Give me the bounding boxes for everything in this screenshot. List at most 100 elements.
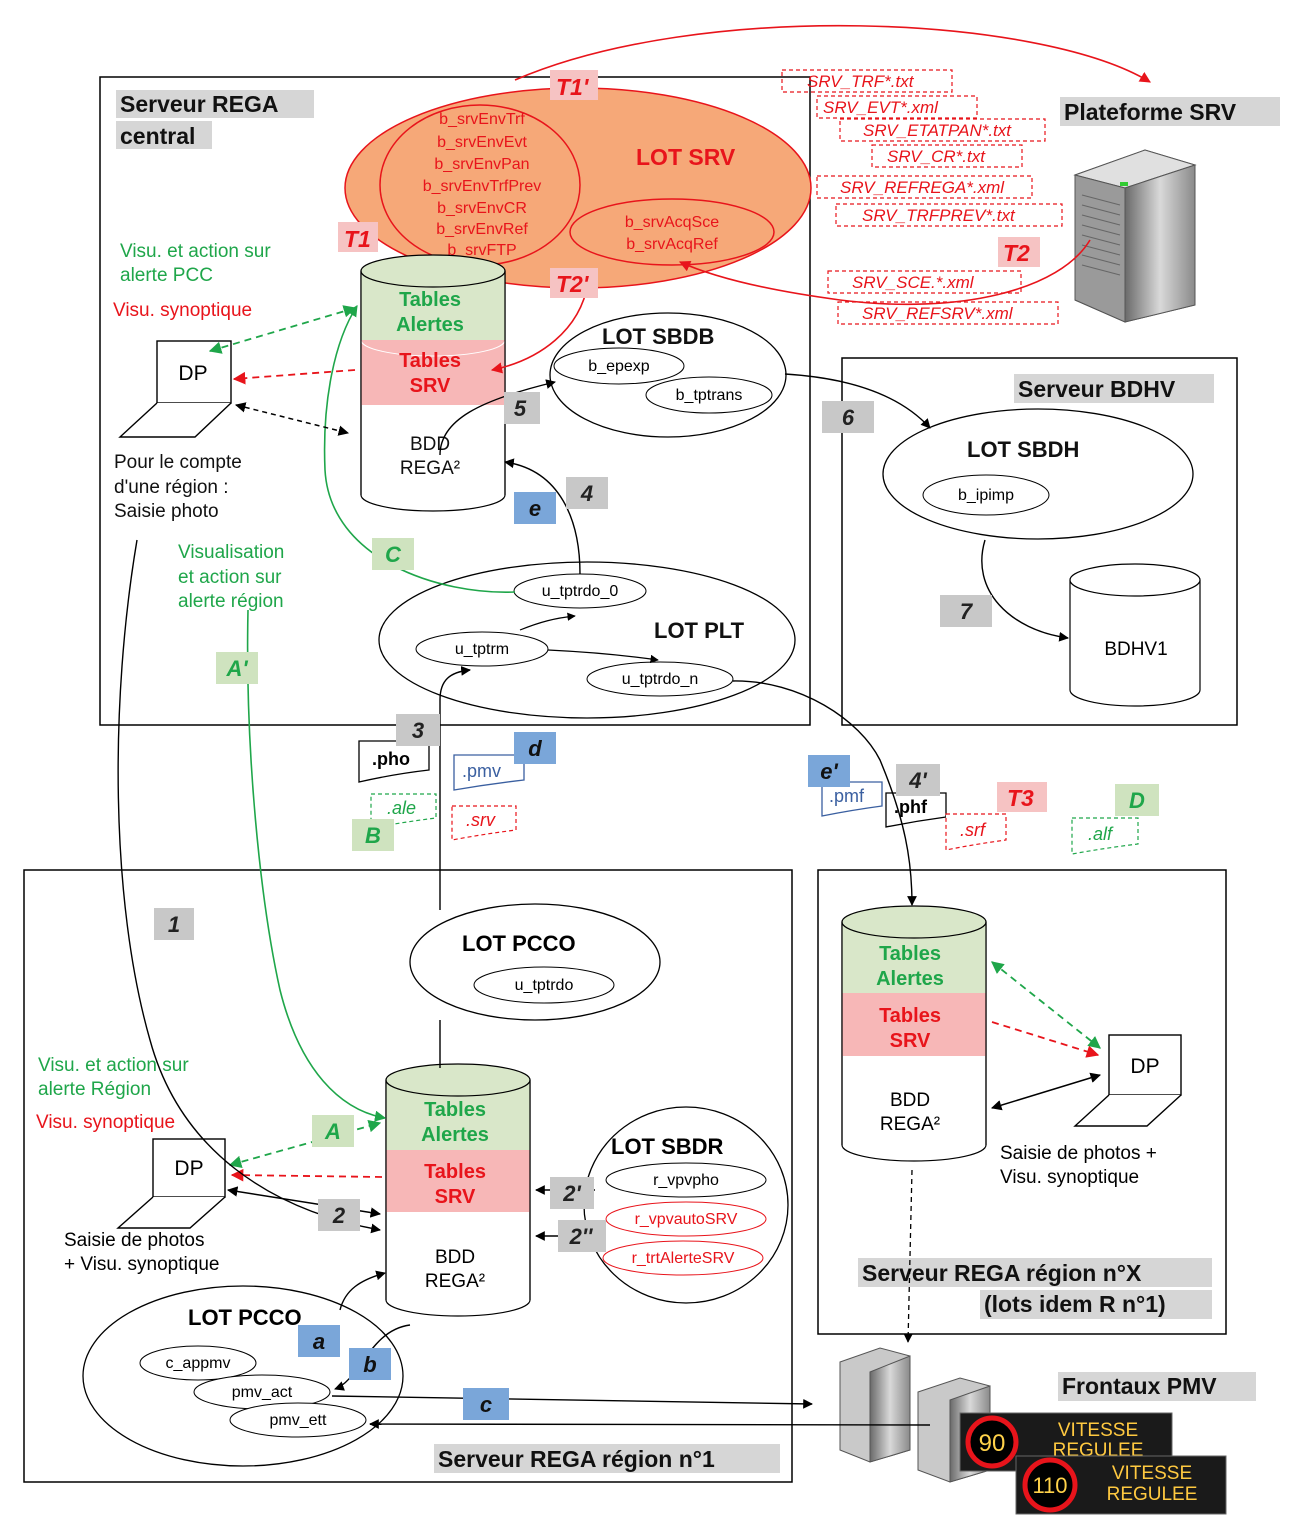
regionx-database [841, 905, 987, 1162]
badge-3: 3 [412, 718, 424, 743]
region1-alertes-dp-arrow [228, 1119, 382, 1169]
ale-file-label: .ale [387, 798, 416, 818]
pmv-file [453, 754, 525, 791]
t2p-flow-arrow [490, 282, 589, 374]
badge-d-upper: D [1129, 788, 1145, 813]
lot-srv-item: b_srvEnvPan [434, 156, 529, 173]
central-dp-laptop [118, 340, 232, 438]
plt-internal-arrow-2 [547, 649, 659, 664]
badge-t1: T1 [344, 226, 371, 252]
lot-srv-acq-item: b_srvAcqRef [626, 236, 718, 253]
srv-platform-server-icon [1073, 149, 1197, 323]
r-trtalertesrv-node [602, 1240, 764, 1276]
badge-4-prime: 4' [908, 768, 927, 793]
bdhv-server-box [841, 357, 1238, 726]
srf-file-label: .srf [960, 820, 987, 840]
badge-6: 6 [842, 405, 855, 430]
lot-srv-item: b_srvEnvRef [436, 221, 528, 238]
tables-srv-label: SRV [435, 1186, 476, 1208]
region1-server-box [23, 869, 793, 1483]
pmv-ett-node [229, 1402, 367, 1438]
central-caption: d'une région : [114, 477, 229, 498]
lot-sbdb-label: LOT SBDB [602, 324, 714, 349]
tables-srv-label: Tables [424, 1161, 486, 1183]
region1-green-label: Visu. et action sur [38, 1055, 189, 1076]
u-tptrdo-0-label: u_tptrdo_0 [542, 583, 619, 600]
central-alertes-dp-arrow [208, 305, 357, 354]
central-srv-to-dp-arrow [232, 369, 356, 385]
bdd-label: REGA² [880, 1114, 940, 1135]
b-epexp-node [553, 347, 685, 385]
bdd-label: REGA² [400, 458, 460, 479]
regionx-dp-label: DP [1130, 1055, 1159, 1078]
b-ipimp-label: b_ipimp [958, 487, 1014, 504]
pmf-file-label: .pmf [829, 786, 865, 806]
lot-sbdr-label: LOT SBDR [611, 1134, 724, 1159]
flow-7-arrow [981, 539, 1069, 642]
b-tptrans-label: b_tptrans [676, 387, 743, 404]
lot-srv-item: b_srvEnvTrfPrev [423, 178, 542, 195]
tables-alertes-label: Tables [879, 943, 941, 965]
regionx-server-title: Serveur REGA région n°X [862, 1260, 1142, 1286]
bdd-label: BDD [435, 1247, 475, 1268]
regionx-dp-laptop [1073, 1034, 1182, 1127]
flow-6-arrow [784, 373, 931, 429]
flow-3-arrow [439, 666, 471, 910]
srv-out-file: SRV_REFREGA*.xml [840, 178, 1005, 197]
srv-out-file: SRV_TRF*.txt [807, 72, 915, 91]
u-tptrdo-n-label: u_tptrdo_n [622, 671, 699, 688]
central-caption: Pour le compte [114, 452, 242, 473]
sign-text: VITESSE [1058, 1420, 1138, 1441]
c-flow-arrow [323, 305, 516, 593]
central-dp-bdd-arrow [234, 402, 350, 436]
badge-c-upper: C [385, 542, 402, 567]
srv-in-file: SRV_SCE.*.xml [852, 273, 975, 292]
badge-5: 5 [514, 396, 527, 421]
region1-dp-laptop [116, 1138, 226, 1229]
regionx-alertes-dp-arrow [991, 961, 1101, 1049]
central-server-box [99, 76, 811, 726]
tables-srv-label: Tables [399, 350, 461, 372]
lot-srv-item: b_srvEnvEvt [437, 134, 527, 151]
regionx-caption: Visu. synoptique [1000, 1167, 1139, 1188]
srv-out-file: SRV_ETATPAN*.txt [863, 121, 1012, 140]
regionx-server-subtitle: (lots idem R n°1) [984, 1291, 1166, 1317]
badge-2-prime: 2' [562, 1181, 581, 1206]
bdhv1-label: BDHV1 [1104, 639, 1167, 660]
phf-file-label: .phf [894, 797, 928, 817]
srv-in-file: SRV_REFSRV*.xml [862, 304, 1014, 323]
badge-t1-prime: T1' [556, 74, 590, 100]
regionx-srv-to-dp-arrow [991, 1021, 1100, 1058]
sign-text: VITESSE [1112, 1463, 1192, 1484]
plt-internal-arrow [519, 612, 576, 631]
u-tptrdo-label: u_tptrdo [515, 977, 574, 994]
bdhv1-database [1069, 563, 1201, 707]
badge-c: c [480, 1392, 492, 1417]
central-visu-region-label: alerte région [178, 591, 284, 612]
tables-alertes-label: Tables [424, 1099, 486, 1121]
lot-srv-acq-item: b_srvAcqSce [625, 214, 719, 231]
flow-4p-arrow [732, 680, 917, 906]
lot-sbdh [882, 408, 1194, 540]
lot-srv-item: b_srvEnvTrf [439, 111, 525, 128]
badge-2: 2 [332, 1203, 346, 1228]
badge-2-double-prime: 2'' [569, 1224, 593, 1249]
region1-database [385, 1063, 531, 1317]
c-appmv-node [139, 1345, 257, 1381]
tables-alertes-label: Tables [399, 289, 461, 311]
central-server-title: Serveur REGA [120, 91, 279, 117]
badge-b-upper: B [365, 823, 381, 848]
lot-srv-acq-group [569, 198, 775, 266]
sign-text: REGULEE [1107, 1484, 1198, 1505]
regionx-server-box [817, 869, 1227, 1335]
u-tptrdo-node [473, 966, 615, 1004]
b-ipimp-node [922, 474, 1050, 516]
central-green-label: alerte PCC [120, 265, 213, 286]
alf-file-label: .alf [1088, 824, 1114, 844]
bdd-label: BDD [890, 1090, 930, 1111]
region1-caption: + Visu. synoptique [64, 1254, 219, 1275]
r-vpvautosrv-node [605, 1201, 767, 1237]
pho-file-label: .pho [372, 749, 410, 769]
central-visu-region-label: Visualisation [178, 542, 284, 563]
